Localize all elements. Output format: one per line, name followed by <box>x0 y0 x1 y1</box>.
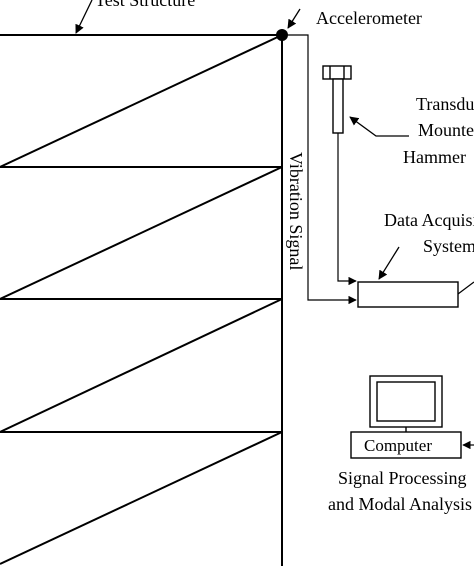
vibration-signal-label: Vibration Signal <box>286 152 306 270</box>
structure-brace-2 <box>0 166 283 300</box>
daq-leader <box>378 246 400 280</box>
accelerometer-leader <box>287 8 301 29</box>
signal-processing-label-line1: Signal Processing <box>338 468 467 488</box>
daq-output-line <box>457 281 474 295</box>
transducer-label-line1: Transducer <box>416 94 474 114</box>
daq-label-line2: System <box>423 236 474 256</box>
daq-box <box>357 281 459 308</box>
test-structure-leader <box>75 0 93 34</box>
signal-processing-label-line2: and Modal Analysis <box>328 494 472 514</box>
test-structure-label: Test Structure <box>95 0 195 10</box>
accelerometer-dot-icon <box>276 29 288 41</box>
accelerometer-label: Accelerometer <box>316 8 422 28</box>
transducer-leader <box>349 116 409 137</box>
hammer-icon <box>322 65 352 134</box>
vibration-signal-wire <box>288 34 357 305</box>
transducer-label-line2: Mounted <box>418 120 474 140</box>
monitor-icon <box>350 375 462 459</box>
structure-brace-1 <box>0 34 283 168</box>
structure-brace-3 <box>0 298 283 433</box>
test-structure <box>0 34 283 566</box>
structure-brace-4 <box>0 431 283 565</box>
computer-label: Computer <box>364 436 432 455</box>
transducer-label-line3: Hammer <box>403 147 466 167</box>
hammer-cable <box>337 133 357 286</box>
daq-label-line1: Data Acquisition <box>384 210 474 230</box>
